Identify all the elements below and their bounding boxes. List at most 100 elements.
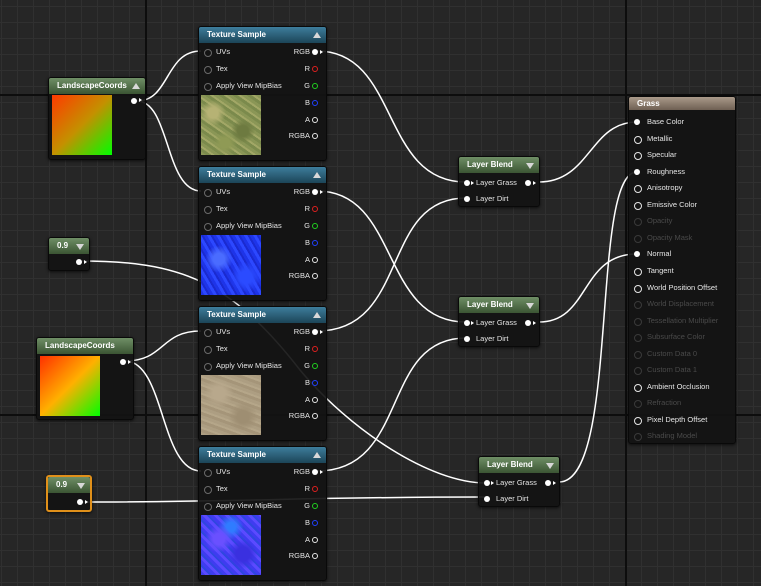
mipbias-input-pin[interactable] bbox=[204, 223, 212, 231]
layer-dirt-input-pin[interactable] bbox=[484, 496, 490, 502]
output-pin[interactable] bbox=[76, 259, 82, 265]
blend-output-pin[interactable] bbox=[525, 320, 531, 326]
a-output-pin[interactable] bbox=[312, 397, 318, 403]
tex-input-pin[interactable] bbox=[204, 206, 212, 214]
b-output-pin[interactable] bbox=[312, 100, 318, 106]
output-pin[interactable] bbox=[131, 98, 137, 104]
collapse-arrow-icon[interactable] bbox=[313, 452, 321, 458]
rgb-label: RGB bbox=[293, 47, 310, 56]
constant-node-1[interactable]: 0.9 bbox=[48, 237, 90, 271]
material-input-pin[interactable] bbox=[634, 234, 642, 243]
material-input-pin[interactable] bbox=[634, 119, 640, 125]
landscape-coords-node-2[interactable]: LandscapeCoords bbox=[36, 337, 134, 420]
expand-arrow-icon[interactable] bbox=[526, 303, 534, 309]
material-input-pin[interactable] bbox=[634, 301, 642, 310]
mipbias-input-pin[interactable] bbox=[204, 503, 212, 511]
rgb-output-pin[interactable] bbox=[312, 329, 318, 335]
texture-sample-node-2[interactable]: Texture Sample UVs Tex Apply View MipBia… bbox=[198, 166, 327, 301]
material-input-pin[interactable] bbox=[634, 168, 640, 175]
rgba-output-pin[interactable] bbox=[312, 553, 318, 559]
normal-map-texture-preview bbox=[201, 515, 261, 575]
layer-grass-input-pin[interactable] bbox=[464, 180, 470, 186]
g-output-pin[interactable] bbox=[312, 503, 318, 509]
a-output-pin[interactable] bbox=[312, 257, 318, 263]
material-input-pin[interactable] bbox=[634, 433, 642, 442]
rgb-output-pin[interactable] bbox=[312, 469, 318, 475]
r-output-pin[interactable] bbox=[312, 66, 318, 72]
material-input-pin[interactable] bbox=[634, 267, 642, 276]
material-input-pin[interactable] bbox=[634, 350, 642, 359]
layer-blend-node-1[interactable]: Layer Blend Layer Grass Layer Dirt bbox=[458, 156, 540, 207]
material-input-pin[interactable] bbox=[634, 400, 642, 409]
node-header: Texture Sample bbox=[199, 447, 326, 463]
blend-output-pin[interactable] bbox=[545, 480, 551, 486]
b-output-pin[interactable] bbox=[312, 240, 318, 246]
rgba-output-pin[interactable] bbox=[312, 133, 318, 139]
rgb-output-pin[interactable] bbox=[312, 49, 318, 55]
layer-blend-node-3[interactable]: Layer Blend Layer Grass Layer Dirt bbox=[478, 456, 560, 507]
layer-grass-input-pin[interactable] bbox=[464, 320, 470, 326]
material-input-pin[interactable] bbox=[634, 317, 642, 326]
uvs-input-pin[interactable] bbox=[204, 329, 212, 337]
collapse-arrow-icon[interactable] bbox=[313, 172, 321, 178]
mipbias-input-pin[interactable] bbox=[204, 363, 212, 371]
tex-input-pin[interactable] bbox=[204, 66, 212, 74]
output-pin[interactable] bbox=[77, 499, 83, 505]
texture-sample-node-3[interactable]: Texture Sample UVs Tex Apply View MipBia… bbox=[198, 306, 327, 441]
mipbias-input-pin[interactable] bbox=[204, 83, 212, 91]
wire bbox=[558, 171, 638, 483]
tex-input-pin[interactable] bbox=[204, 486, 212, 494]
node-header: LandscapeCoords bbox=[49, 78, 145, 94]
expand-arrow-icon[interactable] bbox=[77, 483, 85, 489]
material-input-pin[interactable] bbox=[634, 251, 640, 258]
landscape-coords-node-1[interactable]: LandscapeCoords bbox=[48, 77, 146, 160]
blend-output-pin[interactable] bbox=[525, 180, 531, 186]
a-output-pin[interactable] bbox=[312, 117, 318, 123]
g-output-pin[interactable] bbox=[312, 363, 318, 369]
expand-arrow-icon[interactable] bbox=[76, 244, 84, 250]
tex-input-pin[interactable] bbox=[204, 346, 212, 354]
material-input-pin[interactable] bbox=[634, 185, 642, 194]
r-output-pin[interactable] bbox=[312, 346, 318, 352]
expand-arrow-icon[interactable] bbox=[546, 463, 554, 469]
material-input-pin[interactable] bbox=[634, 383, 642, 392]
input-arrow-icon bbox=[491, 481, 494, 485]
uvs-input-pin[interactable] bbox=[204, 469, 212, 477]
node-header: Layer Blend bbox=[479, 457, 559, 473]
layer-grass-input-pin[interactable] bbox=[484, 480, 490, 486]
layer-dirt-input-pin[interactable] bbox=[464, 196, 470, 202]
output-pin[interactable] bbox=[120, 359, 126, 365]
collapse-arrow-icon[interactable] bbox=[132, 83, 140, 89]
uvs-label: UVs bbox=[216, 327, 231, 336]
material-input-pin[interactable] bbox=[634, 135, 642, 144]
uvs-input-pin[interactable] bbox=[204, 49, 212, 57]
material-input-pin[interactable] bbox=[634, 201, 642, 210]
constant-node-2[interactable]: 0.9 bbox=[46, 475, 92, 512]
collapse-arrow-icon[interactable] bbox=[313, 32, 321, 38]
a-output-pin[interactable] bbox=[312, 537, 318, 543]
g-output-pin[interactable] bbox=[312, 83, 318, 89]
rgba-output-pin[interactable] bbox=[312, 273, 318, 279]
material-input-pin[interactable] bbox=[634, 416, 642, 425]
texture-sample-node-1[interactable]: Texture Sample UVs Tex Apply View MipBia… bbox=[198, 26, 327, 161]
collapse-arrow-icon[interactable] bbox=[313, 312, 321, 318]
rgb-output-pin[interactable] bbox=[312, 189, 318, 195]
uvs-input-pin[interactable] bbox=[204, 189, 212, 197]
texture-sample-node-4[interactable]: Texture Sample UVs Tex Apply View MipBia… bbox=[198, 446, 327, 581]
material-input-pin[interactable] bbox=[634, 367, 642, 376]
material-input-pin[interactable] bbox=[634, 334, 642, 343]
expand-arrow-icon[interactable] bbox=[526, 163, 534, 169]
layer-blend-node-2[interactable]: Layer Blend Layer Grass Layer Dirt bbox=[458, 296, 540, 347]
b-output-pin[interactable] bbox=[312, 380, 318, 386]
material-input-pin[interactable] bbox=[634, 152, 642, 161]
layer-dirt-input-pin[interactable] bbox=[464, 336, 470, 342]
node-title: Layer Blend bbox=[487, 460, 533, 469]
g-output-pin[interactable] bbox=[312, 223, 318, 229]
r-output-pin[interactable] bbox=[312, 486, 318, 492]
material-input-pin[interactable] bbox=[634, 218, 642, 227]
rgba-output-pin[interactable] bbox=[312, 413, 318, 419]
material-input-pin[interactable] bbox=[634, 284, 642, 293]
b-output-pin[interactable] bbox=[312, 520, 318, 526]
r-output-pin[interactable] bbox=[312, 206, 318, 212]
